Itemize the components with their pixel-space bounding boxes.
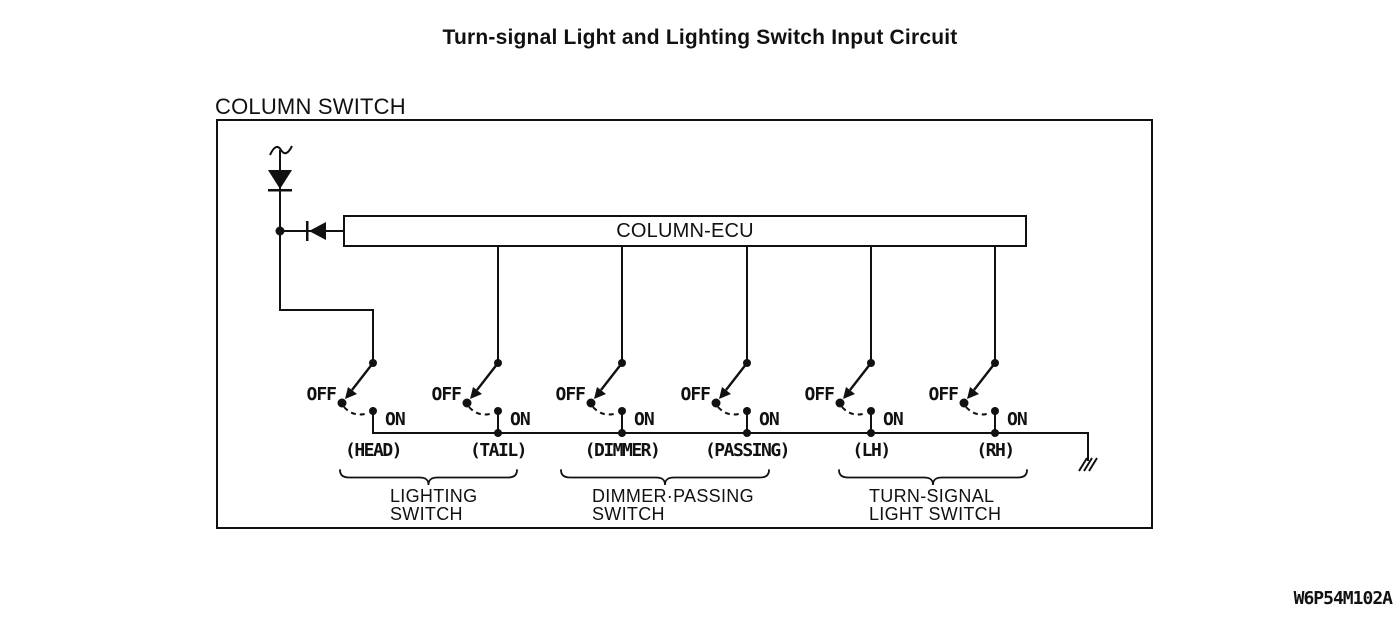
switch-off-label: OFF <box>555 384 586 405</box>
column-ecu-label: COLUMN-ECU <box>616 219 754 242</box>
group-label-lighting-switch: LIGHTING SWITCH <box>390 487 477 523</box>
switch-name-dimmer: (DIMMER) <box>584 440 661 461</box>
diode-left-icon <box>306 221 326 241</box>
switch-travel-arcs <box>343 406 991 416</box>
column-switch-label: COLUMN SWITCH <box>215 94 406 119</box>
group-braces <box>339 469 1028 486</box>
switch-off-label: OFF <box>431 384 462 405</box>
column-ecu-box: COLUMN-ECU <box>343 215 1027 247</box>
diode-down-icon <box>268 170 292 192</box>
switch-name-rh: (RH) <box>976 440 1015 461</box>
switch-on-label: ON <box>385 409 406 430</box>
group-label-line1: DIMMER·PASSING <box>592 486 754 506</box>
junction-dots <box>275 226 999 437</box>
switch-on-label: ON <box>759 409 780 430</box>
switch-off-label: OFF <box>306 384 337 405</box>
ecu-drop-wires <box>497 247 996 363</box>
column-switch-boundary <box>216 119 1153 529</box>
group-label-dimmer-passing-switch: DIMMER·PASSING SWITCH <box>592 487 754 523</box>
brace-turn-signal-light-switch <box>838 469 1028 486</box>
wire-break-icon <box>269 145 293 156</box>
diagram-title: Turn-signal Light and Lighting Switch In… <box>442 26 958 49</box>
group-label-line1: LIGHTING <box>390 486 478 506</box>
switch-on-label: ON <box>1007 409 1028 430</box>
part-code: W6P54M102A <box>1293 588 1393 609</box>
brace-dimmer-passing-switch <box>560 469 770 486</box>
switch-levers <box>351 362 996 391</box>
chassis-ground-icon <box>1078 457 1098 472</box>
switch-off-label: OFF <box>928 384 959 405</box>
switch-on-label: ON <box>510 409 531 430</box>
switch-name-lh: (LH) <box>852 440 891 461</box>
switch-on-label: ON <box>634 409 655 430</box>
switch-name-tail: (TAIL) <box>469 440 528 461</box>
switch-on-label: ON <box>883 409 904 430</box>
switch-off-label: OFF <box>680 384 711 405</box>
switch-lever-arrowheads <box>345 387 979 399</box>
group-label-line2: SWITCH <box>592 504 665 524</box>
group-label-line2: SWITCH <box>390 504 463 524</box>
switch-name-passing: (PASSING) <box>704 440 791 461</box>
ground-bus-wire <box>372 411 1089 461</box>
group-label-turn-signal-light-switch: TURN-SIGNAL LIGHT SWITCH <box>869 487 1001 523</box>
power-feed-wire <box>279 150 374 363</box>
switch-name-head: (HEAD) <box>344 440 403 461</box>
brace-lighting-switch <box>339 469 518 486</box>
group-label-line2: LIGHT SWITCH <box>869 504 1002 524</box>
switch-off-label: OFF <box>804 384 835 405</box>
group-label-line1: TURN-SIGNAL <box>869 486 995 506</box>
